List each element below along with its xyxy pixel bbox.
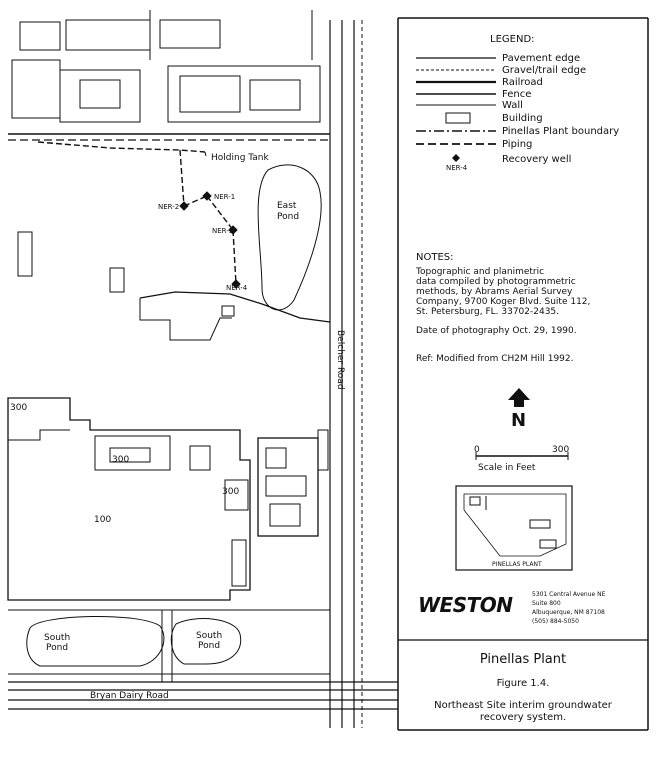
- south-pond-west: [26, 616, 165, 667]
- notes-line-4: Company, 9700 Koger Blvd. Suite 112,: [416, 297, 590, 307]
- legend-item-railroad: Railroad: [416, 77, 543, 88]
- notes-line-5: St. Petersburg, FL. 33702-2435.: [416, 307, 559, 317]
- label-bryan-dairy-road: Bryan Dairy Road: [90, 691, 169, 701]
- scale-label: Scale in Feet: [478, 463, 536, 473]
- right-panel: [397, 17, 649, 731]
- legend-item-boundary: Pinellas Plant boundary: [416, 126, 619, 137]
- north-label: N: [511, 410, 526, 431]
- legend: LEGEND: Pavement edge Gravel/trail edge …: [416, 34, 619, 172]
- legend-item-gravel: Gravel/trail edge: [416, 65, 586, 76]
- well-ner-1: NER-1: [202, 191, 235, 201]
- notes-line-1: Topographic and planimetric: [415, 267, 544, 277]
- legend-item-piping: Piping: [416, 139, 532, 150]
- mid-structures: [17, 231, 235, 317]
- holding-tank-leader: [204, 151, 207, 157]
- legend-item-recovery-well: NER-4 Recovery well: [446, 154, 571, 172]
- legend-label-boundary: Pinellas Plant boundary: [502, 126, 619, 137]
- label-bldg-300-b: 300: [112, 455, 129, 465]
- label-holding-tank: Holding Tank: [211, 153, 269, 163]
- legend-item-building: Building: [445, 112, 543, 124]
- notes-date: Date of photography Oct. 29, 1990.: [416, 326, 577, 336]
- label-bldg-300-a: 300: [10, 403, 27, 413]
- bryan-dairy-road: [8, 681, 398, 710]
- weston-logo: WESTON: [418, 593, 513, 617]
- east-building-cluster: [257, 429, 329, 537]
- legend-label-pavement: Pavement edge: [502, 53, 580, 64]
- well-ner-3: NER-3: [212, 225, 238, 235]
- legend-item-fence: Fence: [416, 89, 531, 100]
- north-arrow: N: [508, 388, 530, 431]
- title-block-caption-1: Northeast Site interim groundwater: [434, 700, 613, 711]
- notes-line-2: data compiled by photogrammetric: [416, 277, 576, 287]
- title-block-title: Pinellas Plant: [480, 652, 566, 667]
- well-label-ner-2: NER-2: [158, 203, 179, 211]
- title-block-figure: Figure 1.4.: [497, 678, 550, 689]
- notes: NOTES: Topographic and planimetric data …: [415, 252, 590, 364]
- belcher-road: [329, 20, 363, 728]
- recovery-wells: NER-1 NER-2 NER-3 NER-4: [158, 191, 248, 292]
- fence-line: [139, 291, 331, 323]
- map-area: NER-1 NER-2 NER-3 NER-4: [7, 10, 398, 728]
- north-buildings: [11, 10, 321, 123]
- label-east-pond-1: East: [277, 201, 297, 211]
- scale-end: 300: [552, 445, 569, 455]
- legend-label-wall: Wall: [502, 100, 523, 111]
- north-arrow-icon: [508, 388, 530, 407]
- legend-title: LEGEND:: [490, 34, 535, 45]
- legend-item-wall: Wall: [416, 100, 523, 111]
- notes-line-3: methods, by Abrams Aerial Survey: [416, 287, 573, 297]
- label-east-pond-2: Pond: [277, 212, 299, 222]
- title-block-caption-2: recovery system.: [480, 712, 566, 723]
- plant-boundary: [8, 133, 330, 141]
- recovery-well-icon: [452, 154, 460, 162]
- label-belcher-road: Belcher Road: [335, 330, 345, 390]
- legend-label-piping: Piping: [502, 139, 532, 150]
- notes-ref: Ref: Modified from CH2M Hill 1992.: [416, 354, 574, 364]
- well-ner-2: NER-2: [158, 201, 189, 211]
- piping-line: [37, 141, 237, 285]
- legend-item-pavement: Pavement edge: [416, 53, 580, 64]
- label-bldg-300-c: 300: [222, 487, 239, 497]
- notes-title: NOTES:: [416, 252, 454, 263]
- title-block: Pinellas Plant Figure 1.4. Northeast Sit…: [434, 652, 613, 723]
- label-south-pond-1: South: [44, 633, 70, 643]
- legend-label-fence: Fence: [502, 89, 531, 100]
- legend-label-building: Building: [502, 113, 543, 124]
- label-bldg-100: 100: [94, 515, 111, 525]
- label-south-pond-4: Pond: [198, 641, 220, 651]
- map-labels: Holding Tank East Pond Belcher Road Brya…: [10, 153, 345, 701]
- legend-label-gravel: Gravel/trail edge: [502, 65, 586, 76]
- well-label-ner-1: NER-1: [214, 193, 235, 201]
- label-south-pond-2: Pond: [46, 643, 68, 653]
- west-fence: [139, 298, 232, 341]
- main-building-complex: [7, 397, 251, 601]
- weston-block: WESTON 5301 Central Avenue NE Suite 800 …: [418, 591, 606, 625]
- key-map: PINELLAS PLANT: [455, 485, 573, 571]
- weston-address-4: (505) 884-5050: [532, 618, 579, 625]
- key-map-label: PINELLAS PLANT: [492, 561, 542, 568]
- scale-bar: 0 300 Scale in Feet: [474, 445, 569, 473]
- weston-address-3: Albuquerque, NM 87108: [532, 609, 605, 616]
- scale-start: 0: [474, 445, 480, 455]
- legend-label-recovery-well: Recovery well: [502, 154, 571, 165]
- south-access-road: [8, 609, 330, 682]
- east-pond: [257, 164, 322, 311]
- well-label-ner-3: NER-3: [212, 227, 233, 235]
- legend-label-railroad: Railroad: [502, 77, 543, 88]
- well-ner-4: NER-4: [226, 279, 248, 292]
- well-label-ner-4: NER-4: [226, 284, 248, 292]
- label-south-pond-3: South: [196, 631, 222, 641]
- weston-address-1: 5301 Central Avenue NE: [532, 591, 606, 598]
- legend-well-symbol-label: NER-4: [446, 164, 468, 172]
- weston-address-2: Suite 800: [532, 600, 561, 607]
